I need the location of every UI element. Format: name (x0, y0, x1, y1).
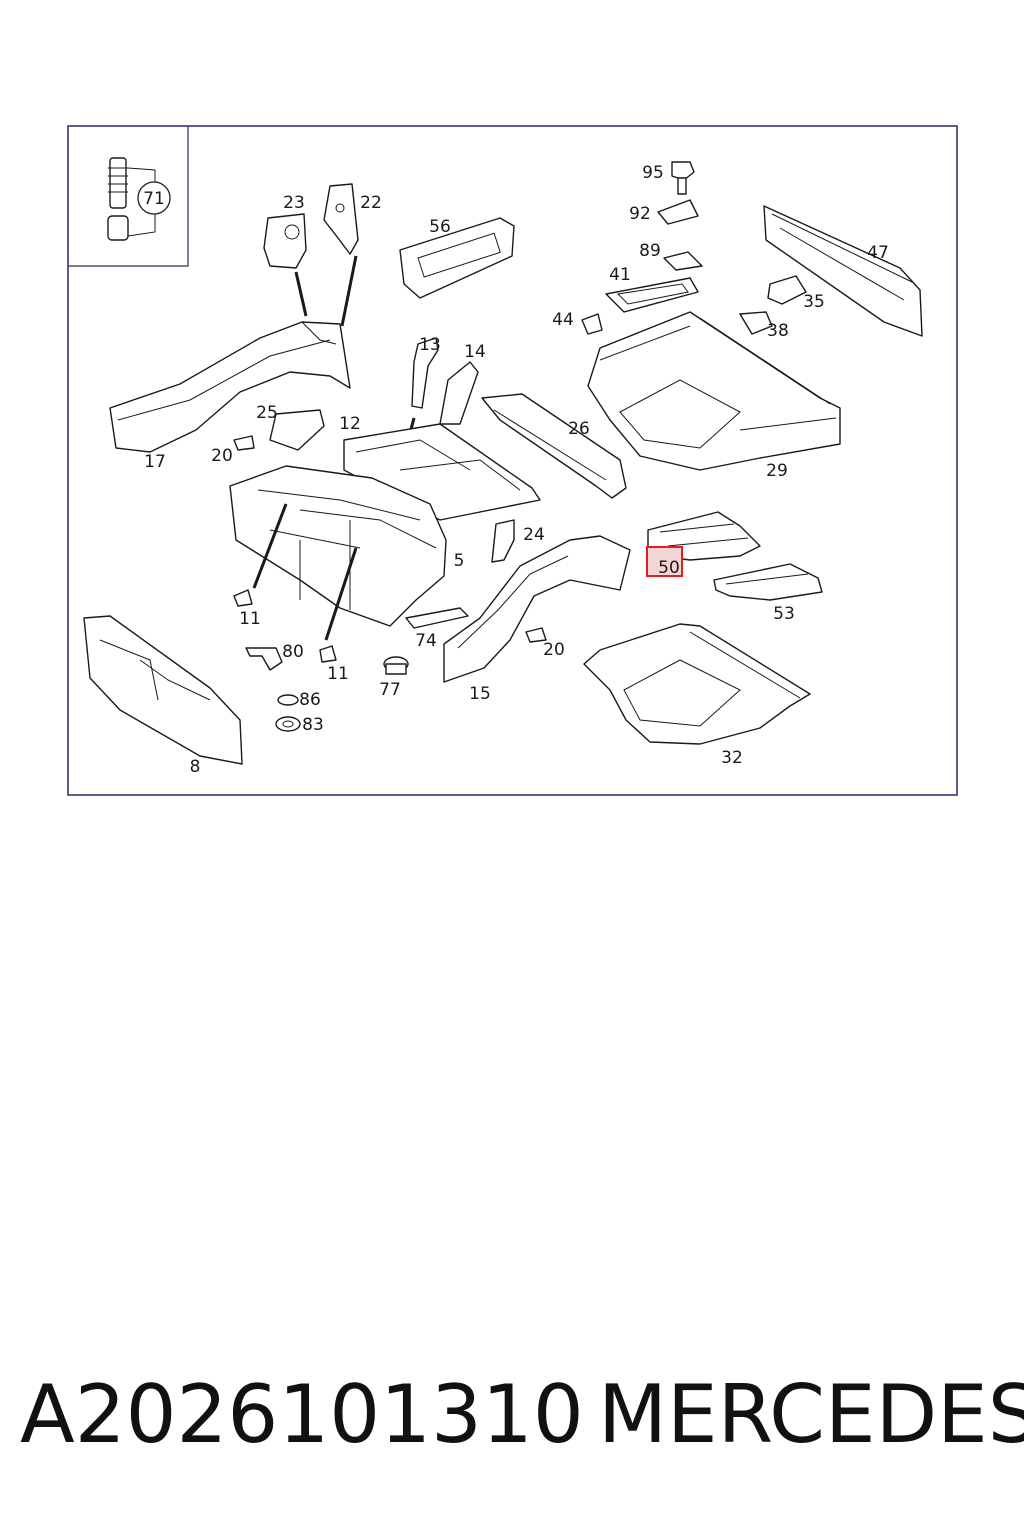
callout-77: 77 (379, 680, 401, 700)
callout-47: 47 (867, 243, 889, 263)
callout-71: 71 (143, 189, 165, 209)
highlight-50[interactable] (646, 546, 683, 577)
part-number: A2026101310 (20, 1368, 584, 1461)
part-24 (491, 519, 515, 563)
part-29 (587, 311, 841, 471)
footer: A2026101310 MERCEDES (0, 1368, 1024, 1478)
part-89 (663, 251, 703, 271)
part-11-b (319, 645, 337, 663)
part-47 (763, 205, 923, 337)
callout-50[interactable]: 50 (658, 558, 680, 578)
brand-name: MERCEDES (598, 1368, 1024, 1461)
part-35 (767, 275, 807, 305)
callout-95: 95 (642, 163, 664, 183)
callout-32: 32 (721, 748, 743, 768)
callout-89: 89 (639, 241, 661, 261)
part-14 (439, 361, 479, 425)
part-92 (657, 199, 699, 225)
part-26 (481, 393, 627, 499)
part-32 (583, 623, 811, 745)
callout-86: 86 (299, 690, 321, 710)
callout-35: 35 (803, 292, 825, 312)
callout-83: 83 (302, 715, 324, 735)
callout-29: 29 (766, 461, 788, 481)
callout-41: 41 (609, 265, 631, 285)
part-25 (269, 409, 325, 451)
part-77-grommet (383, 656, 409, 675)
callout-11-b: 11 (327, 664, 349, 684)
callout-23: 23 (283, 193, 305, 213)
part-8 (83, 615, 243, 765)
callout-25: 25 (256, 403, 278, 423)
callout-20-a: 20 (211, 446, 233, 466)
inset-box (68, 126, 189, 267)
callout-12: 12 (339, 414, 361, 434)
part-41 (605, 277, 699, 313)
callout-13: 13 (419, 335, 441, 355)
callout-92: 92 (629, 204, 651, 224)
callout-14: 14 (464, 342, 486, 362)
diagram-frame (67, 125, 958, 796)
callout-15: 15 (469, 684, 491, 704)
callout-11-a: 11 (239, 609, 261, 629)
callout-80: 80 (282, 642, 304, 662)
callout-26: 26 (568, 419, 590, 439)
part-22 (323, 183, 359, 255)
callout-71-circle (137, 181, 171, 215)
callout-5: 5 (454, 551, 465, 571)
part-20-a (233, 435, 255, 451)
callout-17: 17 (144, 452, 166, 472)
part-44 (581, 313, 603, 335)
part-95-bolt (671, 161, 695, 195)
part-71-fastener (107, 157, 171, 241)
part-11-a (233, 589, 253, 607)
parts-diagram: 71 23 22 56 95 92 89 41 47 35 44 38 13 1… (67, 125, 958, 796)
part-74 (405, 607, 469, 629)
part-17 (109, 321, 351, 453)
callout-8: 8 (190, 757, 201, 777)
part-80 (245, 647, 283, 671)
callout-44: 44 (552, 310, 574, 330)
part-15 (443, 535, 631, 683)
part-20-b (525, 627, 547, 643)
part-13 (411, 337, 439, 409)
callout-53: 53 (773, 604, 795, 624)
callout-74: 74 (415, 631, 437, 651)
part-86 (277, 694, 299, 706)
part-53 (713, 563, 823, 601)
part-83-nut (275, 716, 301, 732)
callout-24: 24 (523, 525, 545, 545)
callout-22: 22 (360, 193, 382, 213)
part-56 (399, 217, 515, 299)
callout-56: 56 (429, 217, 451, 237)
callout-38: 38 (767, 321, 789, 341)
part-38 (739, 311, 773, 335)
callout-20-b: 20 (543, 640, 565, 660)
part-23 (263, 213, 307, 269)
